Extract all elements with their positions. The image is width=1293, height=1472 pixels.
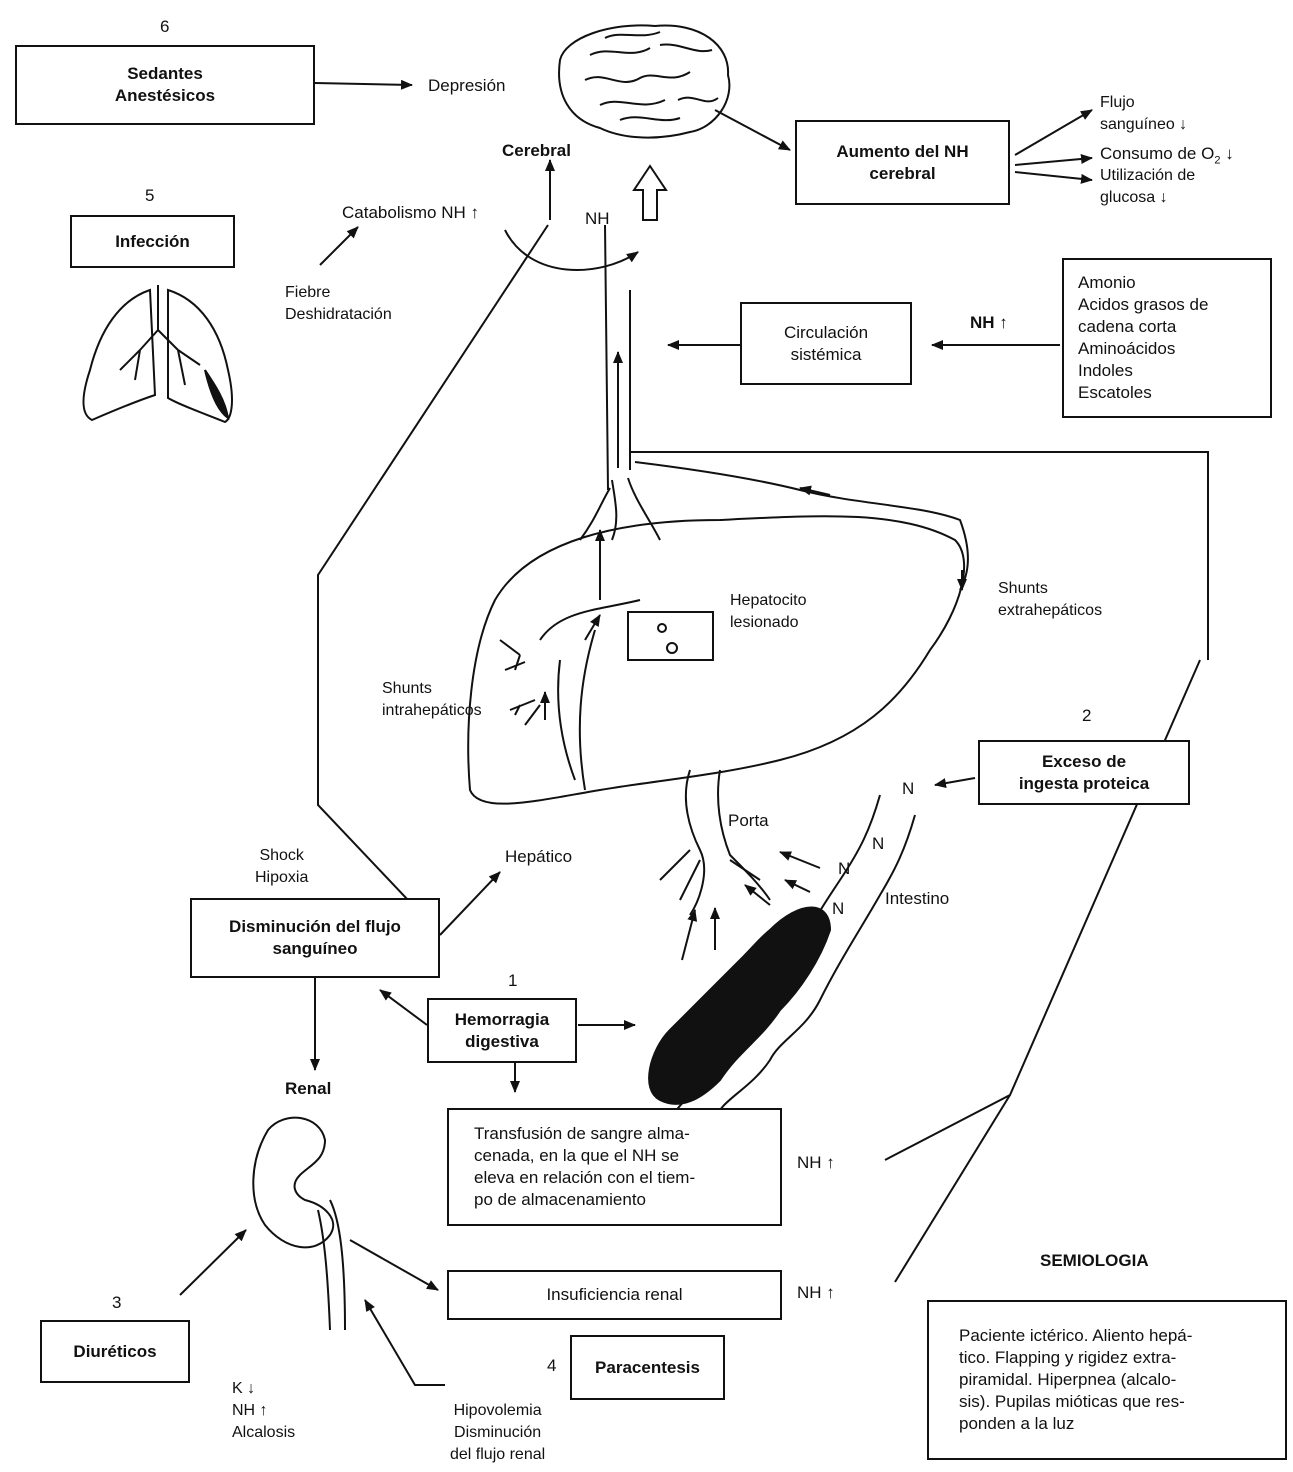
porta-label: Porta — [728, 810, 769, 832]
exceso-label: Exceso de ingesta proteica — [1019, 751, 1149, 795]
utilizacion-label: Utilización de glucosa ↓ — [1100, 165, 1195, 209]
diureticos-label: Diuréticos — [73, 1341, 156, 1363]
vessel-icon — [580, 225, 660, 540]
sedantes-label: Sedantes Anestésicos — [115, 63, 215, 107]
n-label: N — [872, 833, 884, 855]
catabolismo-label: Catabolismo NH ↑ — [342, 202, 479, 224]
consumo-subscript: 2 — [1214, 154, 1220, 166]
number-1: 1 — [508, 970, 517, 992]
insuficiencia-label: Insuficiencia renal — [546, 1284, 682, 1306]
circulacion-label: Circulación sistémica — [784, 322, 868, 366]
infeccion-box: Infección — [70, 215, 235, 268]
flujo-label: Flujo sanguíneo ↓ — [1100, 92, 1187, 136]
transfusion-box: Transfusión de sangre alma- cenada, en l… — [447, 1108, 782, 1226]
nh-brain-label: NH — [585, 208, 610, 230]
hepatico-label: Hepático — [505, 846, 572, 868]
aumento-nh-label: Aumento del NH cerebral — [836, 141, 968, 185]
aumento-nh-box: Aumento del NH cerebral — [795, 120, 1010, 205]
kidney-icon — [253, 1118, 345, 1330]
circulacion-box: Circulación sistémica — [740, 302, 912, 385]
fiebre-label: Fiebre Deshidratación — [285, 282, 392, 326]
number-3: 3 — [112, 1292, 121, 1314]
n-label: N — [902, 778, 914, 800]
nh-up-circulacion: NH ↑ — [970, 312, 1008, 334]
hepatocyte-icon — [628, 612, 713, 660]
consumo-arrow: ↓ — [1225, 144, 1234, 163]
hipovolemia-label: Hipovolemia Disminución del flujo renal — [450, 1400, 545, 1466]
liver-icon — [468, 516, 964, 803]
hollow-up-arrow — [634, 166, 666, 220]
intestino-label: Intestino — [885, 888, 949, 910]
hepatocito-label: Hepatocito lesionado — [730, 590, 807, 634]
nh-up-transfusion: NH ↑ — [797, 1152, 835, 1174]
brain-icon — [559, 25, 729, 137]
consumo-text: Consumo de O — [1100, 144, 1214, 163]
n-label: N — [838, 858, 850, 880]
shunts-intra-label: Shunts intrahepáticos — [382, 678, 482, 722]
insuficiencia-box: Insuficiencia renal — [447, 1270, 782, 1320]
paracentesis-box: Paracentesis — [570, 1335, 725, 1400]
k-nh-label: K ↓ NH ↑ Alcalosis — [232, 1378, 295, 1444]
shock-label: Shock Hipoxia — [255, 845, 308, 889]
semiologia-text: Paciente ictérico. Aliento hepá- tico. F… — [959, 1325, 1192, 1435]
exceso-box: Exceso de ingesta proteica — [978, 740, 1190, 805]
renal-label: Renal — [285, 1078, 331, 1100]
transfusion-label: Transfusión de sangre alma- cenada, en l… — [474, 1123, 695, 1211]
depresion-label: Depresión — [428, 75, 506, 97]
number-5: 5 — [145, 185, 154, 207]
number-4: 4 — [547, 1355, 556, 1377]
paracentesis-label: Paracentesis — [595, 1357, 700, 1379]
n-label: N — [832, 898, 844, 920]
cerebral-label: Cerebral — [502, 140, 571, 162]
number-2: 2 — [1082, 705, 1091, 727]
number-6: 6 — [160, 16, 169, 38]
infeccion-label: Infección — [115, 231, 190, 253]
sedantes-box: Sedantes Anestésicos — [15, 45, 315, 125]
disminucion-box: Disminución del flujo sanguíneo — [190, 898, 440, 978]
hemorragia-box: Hemorragia digestiva — [427, 998, 577, 1063]
shunts-extra-label: Shunts extrahepáticos — [998, 578, 1102, 622]
hemorragia-label: Hemorragia digestiva — [455, 1009, 549, 1053]
diureticos-box: Diuréticos — [40, 1320, 190, 1383]
disminucion-label: Disminución del flujo sanguíneo — [229, 916, 401, 960]
nh-up-insuficiencia: NH ↑ — [797, 1282, 835, 1304]
substances-list: Amonio Acidos grasos de cadena corta Ami… — [1078, 272, 1208, 404]
lungs-icon — [83, 285, 232, 422]
semiologia-title: SEMIOLOGIA — [1040, 1250, 1149, 1272]
semiologia-box: Paciente ictérico. Aliento hepá- tico. F… — [927, 1300, 1287, 1460]
substances-box: Amonio Acidos grasos de cadena corta Ami… — [1062, 258, 1272, 418]
